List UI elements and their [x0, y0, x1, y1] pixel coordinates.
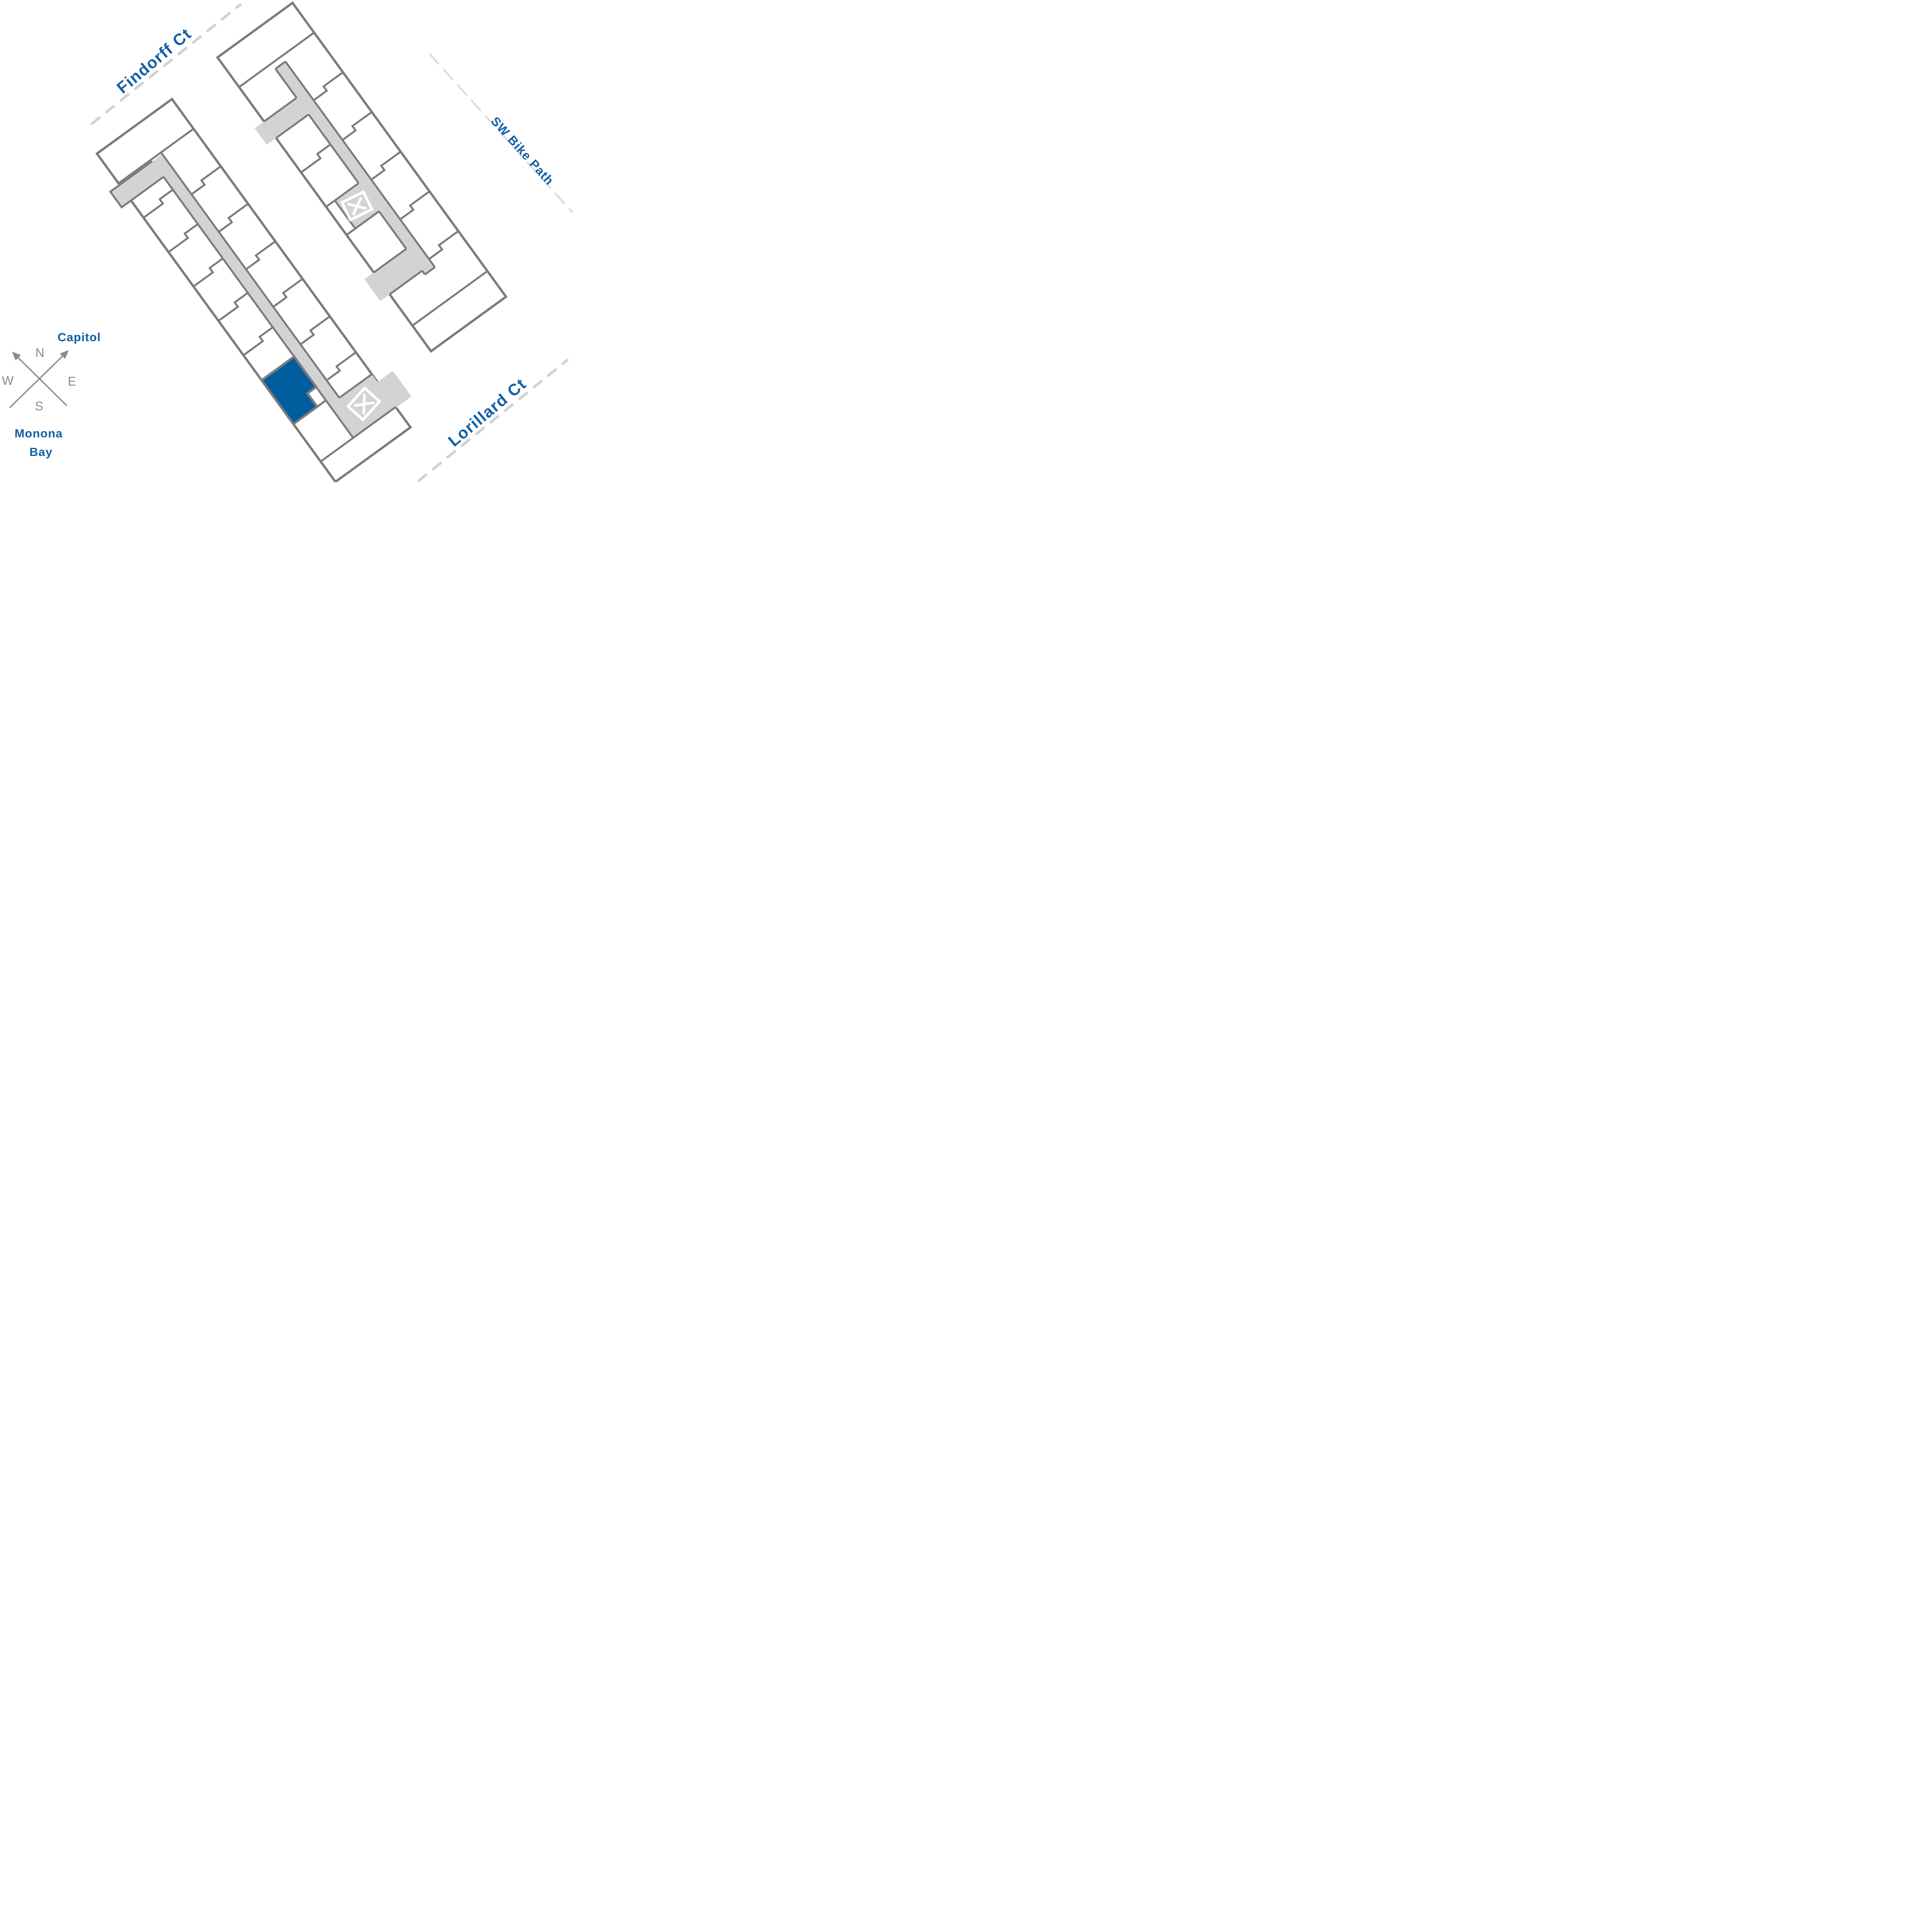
findorff-dashed-line [90, 3, 242, 125]
unit-divider-wall [272, 278, 303, 308]
compass-east-label: E [68, 374, 76, 388]
unit-divider-wall [371, 151, 401, 181]
lorillard-dashed-line [417, 359, 569, 482]
wall [238, 32, 315, 88]
wall [163, 176, 354, 439]
elevator-east [340, 190, 374, 222]
street-bike-path: SW Bike Path [429, 53, 573, 213]
bike-path-dashed-line [429, 53, 573, 213]
unit-divider-wall [243, 326, 274, 356]
elevator-west [346, 386, 382, 422]
compass-arrow-northwest [12, 352, 68, 406]
findorff-street-label: Findorff Ct [113, 24, 195, 97]
lorillard-street-label: Lorillard Ct [445, 374, 530, 450]
wall [275, 61, 286, 70]
wall [325, 182, 380, 236]
building-east-entry-stub [255, 98, 309, 145]
building-west-corridor [152, 154, 363, 438]
wall [412, 270, 488, 327]
unit-divider-wall [168, 223, 199, 253]
elevator-x-icon [347, 197, 367, 216]
unit-divider-wall [218, 292, 248, 322]
unit-divider-wall [191, 165, 221, 195]
building-west-exit-patch [376, 371, 412, 408]
wall [373, 248, 423, 295]
monona-bay-label-line1: Monona [15, 427, 63, 440]
wall [274, 68, 426, 275]
building-east [216, 1, 508, 353]
unit-divider-wall [245, 240, 276, 270]
unit-divider-wall [300, 143, 331, 173]
bike-path-label: SW Bike Path [488, 114, 557, 188]
building-east-cross-corridor [364, 242, 432, 301]
capitol-label: Capitol [58, 330, 101, 344]
unit-divider-wall [218, 203, 249, 233]
wall [160, 151, 340, 398]
wall [424, 266, 436, 276]
unit-divider-wall [300, 315, 331, 345]
site-map-page: Findorff Ct SW Bike Path Lorillard Ct [0, 0, 606, 482]
wall [320, 406, 396, 463]
building-west-entry-vestibule [110, 161, 164, 207]
building-east-corridor [275, 61, 435, 275]
unit-divider-wall [338, 373, 372, 399]
elevator-x-icon [354, 394, 374, 415]
building-west [95, 97, 412, 482]
unit-divider-wall [428, 230, 459, 260]
unit-divider-wall [193, 257, 224, 287]
compass-rose: N W E S [2, 346, 76, 413]
wall [284, 61, 436, 268]
highlighted-unit[interactable] [260, 355, 326, 426]
unit-divider-wall [326, 351, 357, 381]
wall [118, 128, 194, 184]
unit-divider-wall [143, 189, 173, 219]
unit-divider-wall [400, 190, 430, 220]
compass-south-label: S [35, 399, 43, 413]
wall [109, 160, 164, 209]
compass-north-label: N [35, 346, 44, 360]
street-lorillard: Lorillard Ct [417, 359, 569, 482]
monona-bay-label-line2: Bay [29, 445, 53, 459]
site-map: Findorff Ct SW Bike Path Lorillard Ct [2, 1, 573, 482]
unit-divider-wall [342, 111, 372, 141]
wall [263, 97, 310, 139]
compass-west-label: W [2, 374, 14, 388]
unit-divider-wall [313, 71, 344, 101]
compass-arrow-northeast [9, 350, 69, 408]
